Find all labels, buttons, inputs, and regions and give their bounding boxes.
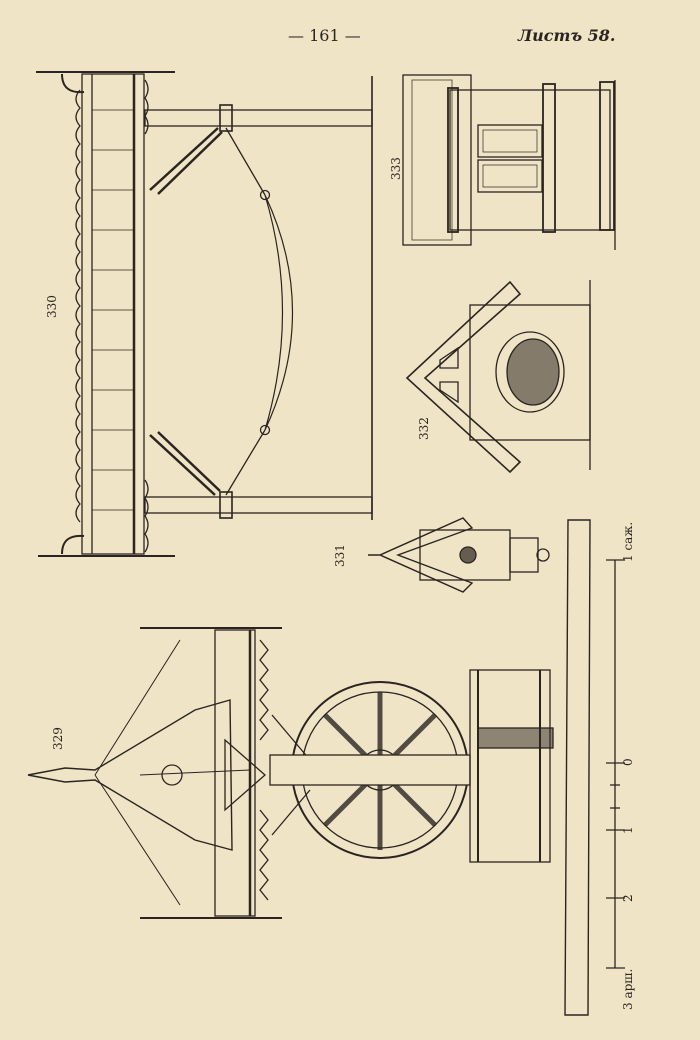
scale-tick-2: 2 — [621, 894, 635, 902]
scale-tick-0: 0 — [621, 758, 635, 766]
scale-unit-bottom: 3 арш. — [621, 969, 635, 1010]
figure-329-drawing — [27, 627, 554, 919]
figure-331-label: 331 — [333, 544, 347, 567]
figure-329-label: 329 — [51, 727, 65, 750]
figure-333-drawing — [402, 74, 616, 250]
figure-330-label: 330 — [45, 295, 59, 318]
figure-332-label: 332 — [417, 417, 431, 440]
figure-330-drawing — [36, 71, 373, 557]
page-number: — 161 — — [288, 26, 361, 45]
scale-tick-1: 1 — [621, 826, 635, 834]
scale-bar — [564, 519, 625, 1016]
sheet-label: Листъ 58. — [518, 26, 616, 45]
figure-332-drawing — [405, 280, 591, 474]
scale-unit-top: 1 саж. — [621, 522, 635, 562]
figure-331-drawing — [368, 517, 550, 593]
figure-333-label: 333 — [389, 157, 403, 180]
